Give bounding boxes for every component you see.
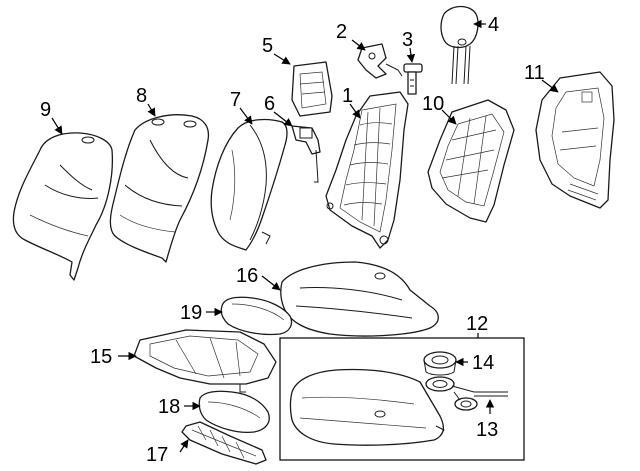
- callout-5: 5: [262, 35, 273, 57]
- callout-17: 17: [146, 444, 168, 466]
- part-9-backrest-cover: [12, 132, 114, 281]
- part-13-ring-harness: [425, 376, 508, 411]
- part-11-rear-cover: [535, 71, 615, 209]
- part-2-guide-bracket: [357, 43, 403, 79]
- part-10-back-shell: [427, 99, 515, 223]
- part-19-bolster: [220, 296, 293, 336]
- part-18-front-extension: [198, 390, 270, 434]
- callout-16: 16: [236, 265, 258, 287]
- part-14-ring-cap: [423, 351, 457, 376]
- part-3-guide-pin: [403, 63, 423, 95]
- part-16-cushion-cover: [280, 261, 439, 337]
- part-6-bracket: [291, 125, 321, 183]
- part-17-lower-mat: [181, 421, 267, 465]
- callout-7: 7: [230, 89, 241, 111]
- part-8-backrest-trim: [109, 114, 210, 263]
- callout-3: 3: [402, 29, 413, 51]
- callout-4: 4: [488, 14, 499, 36]
- callout-18: 18: [158, 396, 180, 418]
- callout-8: 8: [136, 85, 147, 107]
- part-1-backrest-frame: [325, 91, 409, 249]
- group-12-box: [279, 337, 525, 461]
- leader-lines: [51, 19, 559, 453]
- callout-6: 6: [264, 93, 275, 115]
- callout-19: 19: [180, 302, 202, 324]
- part-4-headrest: [440, 5, 479, 85]
- callout-9: 9: [40, 99, 51, 121]
- callout-2: 2: [336, 21, 347, 43]
- part-7-backrest-panel: [210, 118, 288, 251]
- callout-14: 14: [472, 352, 494, 374]
- callout-11: 11: [524, 62, 545, 84]
- callout-12: 12: [466, 313, 488, 335]
- callout-13: 13: [476, 419, 498, 441]
- callout-1: 1: [342, 85, 353, 107]
- part-15-cushion-pan: [133, 329, 277, 393]
- part-5-back-plate: [291, 61, 333, 117]
- part-12-seat-cushion: [289, 368, 445, 446]
- callout-15: 15: [90, 346, 112, 368]
- callout-10: 10: [422, 93, 444, 115]
